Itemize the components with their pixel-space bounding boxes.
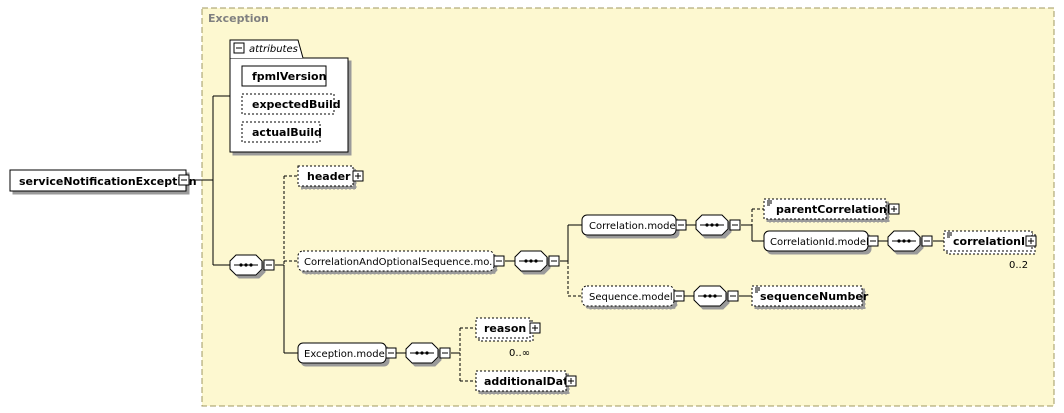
sequence-compositor-icon — [700, 223, 724, 227]
sequence-compositor[interactable] — [405, 342, 451, 364]
reason-occurs: 0..∞ — [509, 348, 530, 359]
attribute-fpmlversion-box[interactable] — [241, 65, 327, 87]
connectors — [193, 95, 944, 382]
sequence-compositor-icon — [519, 259, 543, 263]
correlation-id-element[interactable]: correlationId 0..2 — [943, 230, 1037, 271]
sequence-model-label: Sequence.model — [589, 292, 673, 303]
additional-data-element[interactable]: additionalData — [475, 370, 577, 392]
correlation-id-model-group[interactable]: CorrelationId.model — [763, 230, 879, 252]
correlation-id-label: correlationId — [953, 235, 1033, 248]
header-label: header — [307, 170, 351, 183]
exception-group-title: Exception — [208, 12, 269, 25]
documentation-icon — [755, 287, 760, 293]
header-element[interactable]: header — [297, 165, 364, 187]
additional-data-label: additionalData — [484, 375, 576, 388]
sequence-compositor-icon — [234, 263, 258, 267]
sequence-compositor[interactable] — [695, 214, 741, 236]
expand-icon[interactable] — [565, 375, 577, 387]
expand-icon[interactable] — [888, 203, 900, 215]
collapse-icon[interactable] — [921, 235, 933, 247]
collapse-icon[interactable] — [385, 347, 397, 359]
parent-correlation-id-label: parentCorrelationId — [776, 203, 899, 216]
attribute-expectedbuild: expectedBuild — [252, 98, 341, 111]
collapse-icon[interactable] — [673, 290, 685, 302]
collapse-icon[interactable] — [178, 174, 190, 186]
documentation-icon — [767, 200, 772, 206]
attribute-fpmlversion: fpmlVersion — [252, 70, 326, 83]
expand-icon[interactable] — [1025, 235, 1037, 247]
collapse-icon[interactable] — [233, 42, 245, 54]
collapse-icon[interactable] — [727, 290, 739, 302]
correlation-and-optional-sequence-label: CorrelationAndOptionalSequence.mo... — [304, 257, 499, 268]
expand-icon[interactable] — [529, 322, 541, 334]
attribute-actualbuild-box[interactable] — [241, 121, 321, 143]
collapse-icon[interactable] — [729, 219, 741, 231]
correlation-model-group[interactable]: Correlation.model — [581, 214, 687, 236]
sequence-compositor[interactable] — [229, 254, 275, 276]
sequence-number-label: sequenceNumber — [760, 290, 869, 303]
sequence-model-group[interactable]: Sequence.model — [581, 285, 685, 307]
attributes-title: attributes — [249, 44, 298, 55]
root-element[interactable]: serviceNotificationException — [9, 169, 197, 192]
collapse-icon[interactable] — [263, 259, 275, 271]
correlation-id-model-label: CorrelationId.model — [770, 237, 869, 248]
sequence-compositor-icon — [410, 351, 434, 355]
sequence-compositor[interactable] — [693, 285, 739, 307]
sequence-compositor-icon — [698, 294, 722, 298]
reason-element[interactable]: reason 0..∞ — [475, 317, 541, 359]
documentation-icon — [947, 232, 952, 238]
collapse-icon[interactable] — [675, 219, 687, 231]
collapse-icon[interactable] — [439, 347, 451, 359]
attribute-actualbuild: actualBuild — [252, 126, 322, 139]
correlation-id-occurs: 0..2 — [1009, 260, 1028, 271]
collapse-icon[interactable] — [548, 255, 560, 267]
sequence-number-element[interactable]: sequenceNumber — [751, 285, 869, 307]
correlation-and-optional-sequence-group[interactable]: CorrelationAndOptionalSequence.mo... — [297, 250, 505, 272]
root-element-label: serviceNotificationException — [19, 175, 197, 188]
sequence-compositor[interactable] — [514, 250, 560, 272]
correlation-model-label: Correlation.model — [589, 221, 678, 232]
attributes-box: attributes fpmlVersion expectedBuild act… — [229, 39, 349, 153]
collapse-icon[interactable] — [493, 255, 505, 267]
collapse-icon[interactable] — [867, 235, 879, 247]
attribute-expectedbuild-box[interactable] — [241, 93, 335, 115]
expand-icon[interactable] — [352, 170, 364, 182]
parent-correlation-id-element[interactable]: parentCorrelationId — [763, 198, 900, 220]
exception-model-group[interactable]: Exception.model — [297, 342, 397, 364]
sequence-compositor[interactable] — [887, 230, 933, 252]
sequence-compositor-icon — [892, 239, 916, 243]
exception-model-label: Exception.model — [304, 349, 388, 360]
reason-label: reason — [484, 322, 526, 335]
